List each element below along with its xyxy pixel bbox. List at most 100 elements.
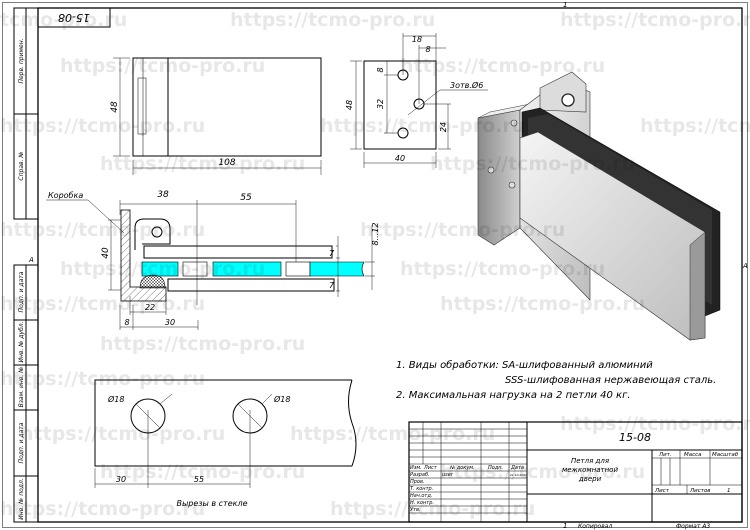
title-block: 15-08 Петля для межкомнатной двери Изм. … xyxy=(408,421,743,523)
dia-18-left: Ø18 xyxy=(107,394,124,404)
copied-number: 1 xyxy=(563,522,567,530)
watermark: https://tcmo-pro.ru xyxy=(0,368,205,390)
note-1: 1. Виды обработки: SA-шлифованный алюмин… xyxy=(396,359,653,371)
role-check: Пров. xyxy=(410,479,425,485)
dim-55: 55 xyxy=(240,193,252,203)
part-name-2: межкомнатной xyxy=(562,466,618,474)
watermark: https://tcmo-pro.ru xyxy=(430,153,635,175)
watermark: https://tcmo-pro.ru xyxy=(100,333,305,355)
technical-notes: 1. Виды обработки: SA-шлифованный алюмин… xyxy=(396,359,716,401)
mass-label: Масса xyxy=(684,452,702,458)
section-view: 38 55 40 7 7 8...12 22 8 30 Коробка xyxy=(46,190,380,330)
dim-8-section: 8 xyxy=(124,318,129,327)
watermark: https://tcmo-pro.ru xyxy=(100,461,305,483)
dim-48: 48 xyxy=(345,100,354,110)
dim-40: 40 xyxy=(395,154,405,163)
isometric-view xyxy=(477,71,721,341)
dim-48: 48 xyxy=(110,101,120,113)
watermark: https://tcmo-pro.ru xyxy=(0,115,205,137)
dim-18: 18 xyxy=(412,35,422,44)
dim-22: 22 xyxy=(145,303,155,312)
strip-label: Подп. и дата xyxy=(18,422,25,463)
dim-108: 108 xyxy=(218,158,235,168)
watermark: https://tcmo-pro.ru xyxy=(560,9,750,31)
developer-name: user xyxy=(442,472,454,478)
sheets-label: Листов xyxy=(689,488,711,494)
role-head: Нач.отд. xyxy=(410,493,432,499)
dim-glass-thickness: 8...12 xyxy=(371,223,380,246)
note-2: 2. Максимальная нагрузка на 2 петли 40 к… xyxy=(396,390,631,401)
role-tcontrol: Т. контр. xyxy=(410,486,433,492)
strip-label: Инв. № подл. xyxy=(18,478,25,519)
watermarks: tcmo-pro.ru https://tcmo-pro.ru https://… xyxy=(0,9,750,520)
watermark: https://tcmo-pro.ru xyxy=(640,115,750,137)
dim-30-cut: 30 xyxy=(116,475,126,484)
developer-date: 21.10.2020 xyxy=(510,473,527,477)
zone-mark-side: A xyxy=(28,256,34,264)
role-approve: Утв. xyxy=(410,507,421,513)
zone-mark-side-right: A xyxy=(742,262,748,270)
watermark: https://tcmo-pro.ru xyxy=(0,498,205,520)
glass-cutouts-view: Ø18 Ø18 30 55 Вырезы в стекле xyxy=(94,379,357,508)
dim-7-top: 7 xyxy=(329,249,335,258)
watermark: https://tcmo-pro.ru xyxy=(440,461,645,483)
rotated-code: 15-08 xyxy=(58,11,90,24)
sheets-count: 1 xyxy=(727,488,731,494)
dim-32: 32 xyxy=(376,99,385,109)
hdr-docnum: № докум. xyxy=(449,465,475,471)
role-developer: Разраб. xyxy=(410,472,430,478)
watermark: https://tcmo-pro.ru xyxy=(560,413,750,435)
hdr-sign: Подп. xyxy=(488,465,503,471)
hdr-izm: Изм. xyxy=(410,465,422,471)
strip-label: Инв. № дубл. xyxy=(18,321,25,362)
watermark: https://tcmo-pro.ru xyxy=(60,55,265,77)
zone-mark-top: 1 xyxy=(563,1,567,9)
watermark: https://tcmo-pro.ru xyxy=(0,219,205,241)
sheet-label: Лист xyxy=(654,488,670,494)
watermark: https://tcmo-pro.ru xyxy=(330,498,535,520)
watermark: https://tcmo-pro.ru xyxy=(320,115,525,137)
dim-38: 38 xyxy=(157,190,169,200)
side-strip: Перв. примен. Справ. № Подп. и дата Инв.… xyxy=(13,7,39,523)
watermark: https://tcmo-pro.ru xyxy=(20,423,225,445)
dim-8: 8 xyxy=(425,45,430,54)
note-1-cont: SSS-шлифованная нержавеющая сталь. xyxy=(505,375,716,386)
watermark: https://tcmo-pro.ru xyxy=(290,423,495,445)
strip-label: Подп. и дата xyxy=(18,271,25,312)
front-view: 108 48 xyxy=(110,57,322,175)
watermark: https://tcmo-pro.ru xyxy=(0,293,205,315)
cutouts-caption: Вырезы в стекле xyxy=(176,499,247,508)
hdr-date: Дата xyxy=(510,465,524,471)
watermark: https://tcmo-pro.ru xyxy=(400,258,605,280)
hdr-list: Лист xyxy=(423,465,438,471)
watermark: tcmo-pro.ru xyxy=(0,9,127,31)
watermark: https://tcmo-pro.ru xyxy=(230,9,435,31)
dim-55-cut: 55 xyxy=(194,475,204,484)
holes-callout: 3отв.Ø6 xyxy=(450,80,483,90)
strip-label: Справ. № xyxy=(18,151,25,180)
designation: 15-08 xyxy=(619,431,651,444)
dim-8v: 8 xyxy=(376,67,385,72)
dim-30-section: 30 xyxy=(165,318,175,327)
strip-label: Перв. примен. xyxy=(18,38,25,83)
watermark: https://tcmo-pro.ru xyxy=(100,153,305,175)
side-view: 18 8 48 8 32 24 40 3отв.Ø6 xyxy=(345,33,488,168)
scale-label: Масштаб xyxy=(712,452,739,458)
dim-40-section: 40 xyxy=(101,247,111,259)
dim-24: 24 xyxy=(439,122,448,132)
box-leader-label: Коробка xyxy=(48,191,83,200)
copied-label: Копировал xyxy=(578,523,612,530)
part-name-1: Петля для xyxy=(571,457,609,465)
watermark: https://tcmo-pro.ru xyxy=(360,219,565,241)
format-label: Формат A3 xyxy=(676,523,710,530)
part-name-3: двери xyxy=(578,475,602,483)
strip-label: Взам. инв. № xyxy=(18,367,25,408)
dim-7-bottom: 7 xyxy=(329,281,335,290)
watermark: https://tcmo-pro.ru xyxy=(60,258,265,280)
dia-18-right: Ø18 xyxy=(273,394,290,404)
role-ncontrol: Н. контр. xyxy=(410,500,434,506)
watermark: https://tcmo-pro.ru xyxy=(400,55,605,77)
watermark: https://tcmo-pro.ru xyxy=(440,293,645,315)
